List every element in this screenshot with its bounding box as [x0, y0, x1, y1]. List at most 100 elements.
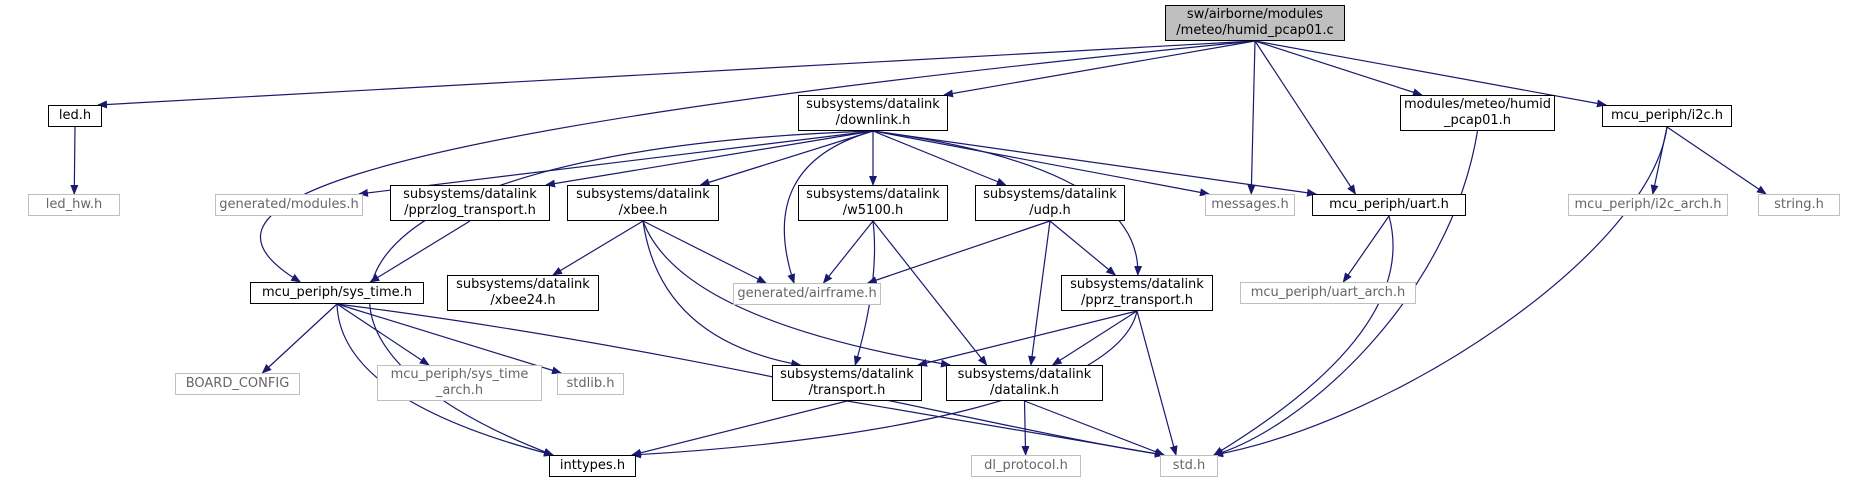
- edge-root-to-systime: [259, 40, 1256, 283]
- node-board: BOARD_CONFIG: [175, 373, 300, 395]
- node-label: subsystems/datalink: [806, 97, 940, 112]
- node-label: /datalink.h: [989, 383, 1060, 398]
- edge-root-to-led: [97, 40, 1256, 109]
- edge-downlink-to-genmod: [358, 130, 874, 197]
- node-label: std.h: [1172, 458, 1206, 473]
- node-label: subsystems/datalink: [806, 187, 940, 202]
- edge-root-to-messages: [1247, 40, 1256, 195]
- node-inttypes[interactable]: inttypes.h: [549, 455, 636, 477]
- edge-pprz-to-datalink: [1051, 310, 1138, 366]
- node-genmod: generated/modules.h: [215, 194, 363, 216]
- node-label: BOARD_CONFIG: [185, 376, 290, 391]
- node-label: /xbee.h: [618, 203, 668, 218]
- node-root[interactable]: sw/airborne/modules/meteo/humid_pcap01.c: [1165, 5, 1345, 41]
- node-i2c[interactable]: mcu_periph/i2c.h: [1602, 105, 1732, 127]
- node-label: /udp.h: [1029, 203, 1071, 218]
- node-string: string.h: [1758, 194, 1840, 216]
- edge-root-to-modmeteo: [1254, 40, 1423, 97]
- edge-pprzlog-to-systime: [369, 220, 471, 283]
- node-label: /w5100.h: [842, 203, 904, 218]
- edge-xbee-to-datalink: [642, 220, 951, 368]
- edge-xbee-to-transport: [642, 220, 802, 368]
- edge-uart-to-std: [1213, 215, 1394, 456]
- edge-xbee-to-xbee24: [552, 220, 644, 276]
- node-label: mcu_periph/sys_time: [390, 367, 529, 382]
- edge-downlink-to-airframe: [783, 130, 874, 284]
- node-datalink[interactable]: subsystems/datalink/datalink.h: [946, 365, 1103, 401]
- node-transport[interactable]: subsystems/datalink/transport.h: [772, 365, 922, 401]
- node-label: subsystems/datalink: [983, 187, 1117, 202]
- node-std: std.h: [1160, 455, 1218, 477]
- node-label: generated/airframe.h: [737, 286, 877, 301]
- node-label: subsystems/datalink: [1070, 277, 1204, 292]
- node-label: inttypes.h: [559, 458, 626, 473]
- node-label: /pprzlog_transport.h: [404, 203, 536, 218]
- edge-w5100-to-airframe: [822, 220, 874, 284]
- node-xbee24[interactable]: subsystems/datalink/xbee24.h: [447, 275, 599, 311]
- node-pprz[interactable]: subsystems/datalink/pprz_transport.h: [1061, 275, 1213, 311]
- node-label: mcu_periph/uart.h: [1329, 197, 1449, 212]
- edge-downlink-to-pprzlog: [545, 130, 874, 188]
- node-label: subsystems/datalink: [403, 187, 537, 202]
- node-uart[interactable]: mcu_periph/uart.h: [1312, 194, 1466, 216]
- edge-xbee-to-airframe: [642, 220, 767, 284]
- node-udp[interactable]: subsystems/datalink/udp.h: [975, 185, 1125, 221]
- node-messages: messages.h: [1205, 194, 1295, 216]
- edge-downlink-to-xbee: [699, 130, 874, 187]
- node-label: _arch.h: [435, 383, 484, 398]
- node-label: /transport.h: [808, 383, 886, 398]
- node-label: /meteo/humid_pcap01.c: [1176, 23, 1334, 38]
- node-downlink[interactable]: subsystems/datalink/downlink.h: [798, 95, 948, 131]
- node-label: subsystems/datalink: [576, 187, 710, 202]
- edge-downlink-to-messages: [872, 130, 1210, 197]
- node-airframe: generated/airframe.h: [733, 283, 881, 305]
- node-pprzlog[interactable]: subsystems/datalink/pprzlog_transport.h: [390, 185, 550, 221]
- edge-pprz-to-inttypes: [631, 310, 1138, 459]
- node-i2carch: mcu_periph/i2c_arch.h: [1568, 194, 1728, 216]
- node-label: mcu_periph/sys_time.h: [261, 285, 413, 300]
- edge-systime-to-stdlib: [336, 303, 562, 375]
- node-label: subsystems/datalink: [780, 367, 914, 382]
- node-led[interactable]: led.h: [48, 105, 102, 127]
- node-label: mcu_periph/uart_arch.h: [1250, 285, 1406, 300]
- edge-i2c-to-string: [1666, 126, 1767, 195]
- edge-root-to-uart: [1254, 40, 1357, 195]
- node-label: led_hw.h: [45, 197, 103, 212]
- node-label: subsystems/datalink: [456, 277, 590, 292]
- node-w5100[interactable]: subsystems/datalink/w5100.h: [798, 185, 948, 221]
- node-modmeteo[interactable]: modules/meteo/humid_pcap01.h: [1400, 95, 1555, 131]
- node-label: string.h: [1774, 197, 1824, 212]
- edge-transport-to-inttypes: [631, 400, 848, 457]
- edge-i2c-to-std: [1213, 126, 1668, 458]
- node-label: /pprz_transport.h: [1081, 293, 1193, 308]
- node-label: /downlink.h: [835, 113, 911, 128]
- node-systime[interactable]: mcu_periph/sys_time.h: [250, 282, 424, 304]
- edge-pprz-to-std: [1136, 310, 1178, 456]
- node-label: _pcap01.h: [1443, 113, 1512, 128]
- node-dlproto: dl_protocol.h: [971, 455, 1081, 477]
- edge-uart-to-uartarch: [1342, 215, 1390, 283]
- node-led_hw: led_hw.h: [28, 194, 120, 216]
- node-label: modules/meteo/humid: [1404, 97, 1551, 112]
- edge-pprz-to-transport: [917, 310, 1138, 367]
- node-label: subsystems/datalink: [957, 367, 1092, 382]
- edge-datalink-to-std: [1024, 400, 1165, 456]
- edge-w5100-to-datalink: [872, 220, 988, 366]
- edge-systime-to-systimearch: [336, 303, 430, 366]
- node-label: mcu_periph/i2c_arch.h: [1574, 197, 1722, 212]
- edge-udp-to-pprz: [1049, 220, 1117, 276]
- node-stdlib: stdlib.h: [557, 373, 624, 395]
- node-label: messages.h: [1211, 197, 1289, 212]
- node-systimearch: mcu_periph/sys_time_arch.h: [377, 365, 542, 401]
- edge-datalink-to-dlproto: [1021, 400, 1030, 456]
- node-label: dl_protocol.h: [984, 458, 1068, 473]
- edge-led-to-led_hw: [70, 126, 79, 195]
- node-label: stdlib.h: [566, 376, 615, 391]
- node-label: sw/airborne/modules: [1186, 7, 1324, 22]
- node-label: mcu_periph/i2c.h: [1610, 108, 1724, 123]
- edge-downlink-to-uart: [872, 130, 1317, 197]
- node-xbee[interactable]: subsystems/datalink/xbee.h: [567, 185, 719, 221]
- node-label: led.h: [58, 108, 92, 123]
